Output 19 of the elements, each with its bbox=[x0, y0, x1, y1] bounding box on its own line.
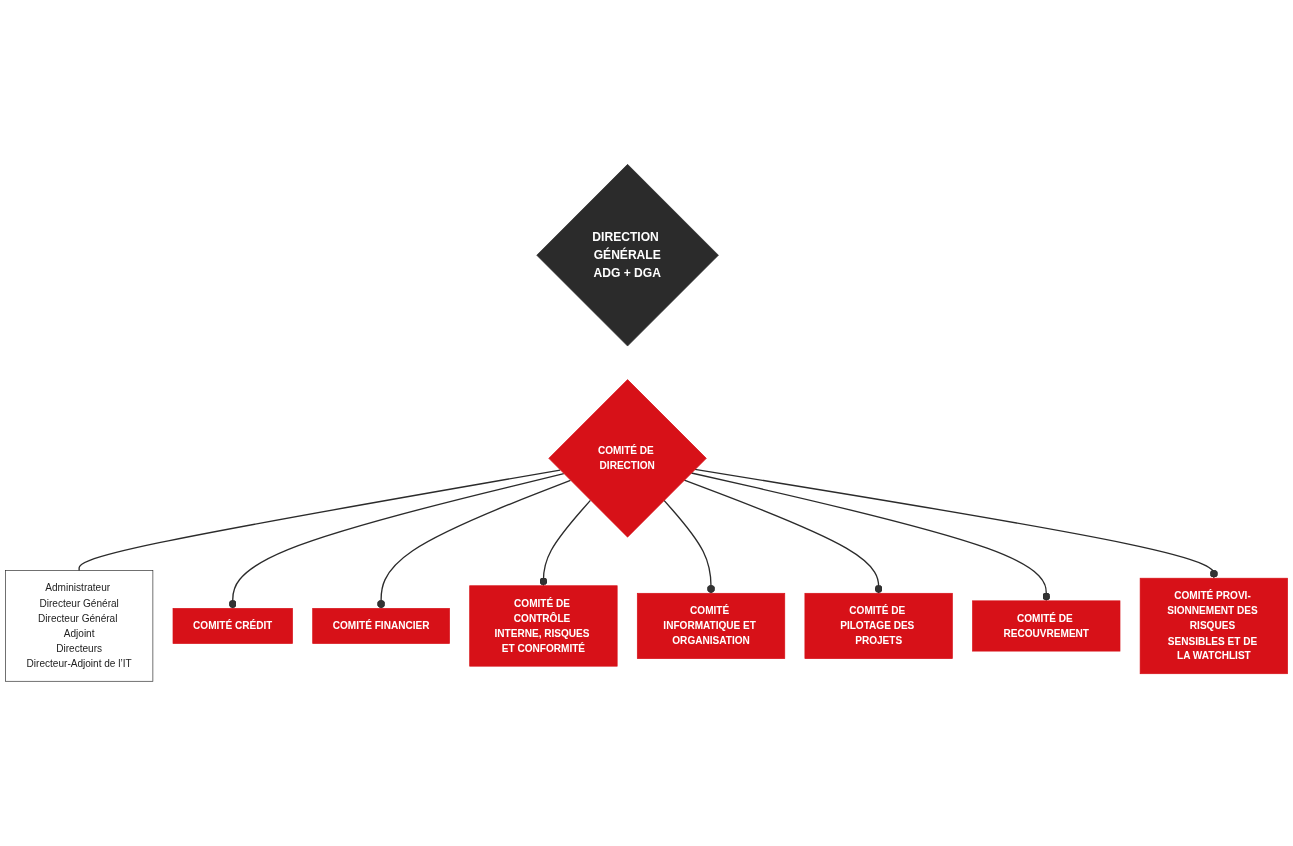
node-diamond bbox=[536, 164, 719, 347]
node-box bbox=[804, 593, 953, 660]
connector bbox=[228, 473, 565, 610]
node-box bbox=[172, 608, 293, 645]
connector bbox=[539, 499, 592, 587]
org-chart: DIRECTION GÉNÉRALE ADG + DGA COMITÉ DE DIRECTION Administrateur Directeur Général Directeur Général Adjoint Directeurs Directeur-Adjoint de l’IT COMITÉ CRÉDIT COMITÉ FINANCIER COMITÉ DE CONTRÔLE INTERNE, RISQUES ET CONFORMITÉ COMITÉ INFORMATIQUE ET ORGANISATION COMITÉ DE PILOTAGE DES PROJETS COMITÉ DE RECOUVREMENT COMITÉ PROVI- SIONNEMENT DES RISQUES SENSIBLES ET DE LA WATCHLIST bbox=[0, 159, 1293, 687]
connector bbox=[690, 472, 1051, 602]
connector bbox=[377, 479, 572, 610]
node-box bbox=[972, 600, 1121, 652]
node-box bbox=[1139, 578, 1288, 675]
node-box bbox=[312, 608, 450, 645]
connector bbox=[694, 468, 1218, 580]
node-box bbox=[469, 585, 618, 667]
connector bbox=[663, 499, 716, 595]
node-diamond bbox=[548, 379, 707, 538]
connector bbox=[78, 469, 561, 572]
connector bbox=[683, 479, 883, 595]
node-box bbox=[636, 593, 786, 660]
node-box bbox=[5, 570, 154, 682]
